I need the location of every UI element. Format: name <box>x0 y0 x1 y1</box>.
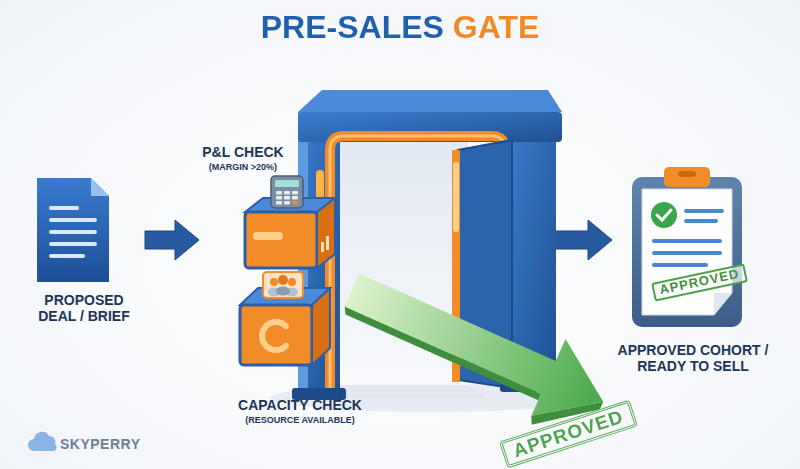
capacity-glyph <box>262 322 286 350</box>
clipboard-board <box>632 177 742 327</box>
node-heading: P&L CHECK <box>193 144 293 160</box>
document-page <box>37 178 109 282</box>
clipboard-clip <box>664 167 710 187</box>
arrow-body <box>335 252 620 441</box>
paper-line <box>684 219 718 223</box>
calculator-key <box>284 201 290 205</box>
document-line <box>49 218 97 222</box>
proposed-deal-document: PROPOSED DEAL / BRIEF <box>29 172 139 342</box>
person-head <box>288 278 296 286</box>
cube-side <box>312 288 330 365</box>
door-slot-glow <box>453 162 459 232</box>
clip-hole <box>678 171 696 177</box>
document-line <box>49 230 97 234</box>
logo-cloud <box>28 432 57 451</box>
paper-fold <box>714 293 732 315</box>
gate-floor <box>325 385 490 399</box>
chart-bar <box>321 242 324 252</box>
person-body <box>276 287 290 296</box>
document-line <box>49 206 79 210</box>
calculator-key <box>284 196 290 200</box>
calculator-key <box>284 191 290 195</box>
node-heading: PROPOSED DEAL / BRIEF <box>29 292 139 324</box>
flow-arrow <box>145 220 199 260</box>
paper-line <box>652 239 722 243</box>
people-tile <box>263 272 303 298</box>
person-head <box>278 275 288 285</box>
calculator-body <box>271 176 303 208</box>
check-circle <box>651 202 677 228</box>
check-mark <box>657 210 671 220</box>
node-subtext: APPROVED COHORT / READY TO SELL <box>608 342 778 374</box>
calculator-key <box>292 196 298 200</box>
title-bar: PRE-SALES GATE <box>0 8 800 46</box>
node-heading: CAPACITY CHECK <box>220 397 380 413</box>
calculator-key <box>276 191 282 195</box>
document-line <box>49 254 85 258</box>
calculator-key <box>276 201 282 205</box>
node-subtext: (MARGIN >20%) <box>193 162 293 172</box>
capacity-check-box: CAPACITY CHECK(RESOURCE AVAILABLE) <box>225 280 385 432</box>
calculator-key <box>276 196 282 200</box>
paper-line <box>652 251 722 255</box>
calculator-key <box>292 201 298 205</box>
approved-clipboard: APPROVEDAPPROVED COHORT / READY TO SELL <box>618 165 788 380</box>
pl-check-box: P&L CHECK(MARGIN >20%) <box>205 140 345 270</box>
cube-glow-bar <box>253 232 283 240</box>
paper-line <box>684 209 724 213</box>
document-line <box>49 242 97 246</box>
cube-side <box>317 198 335 268</box>
gate-beam-top <box>298 90 562 112</box>
node-subtext: (RESOURCE AVAILABLE) <box>220 415 380 425</box>
paper-line <box>652 263 708 267</box>
chart-bar <box>326 236 329 250</box>
cube-front <box>240 305 312 365</box>
calculator-screen <box>275 180 299 187</box>
calculator-key <box>292 191 298 195</box>
person-head <box>270 278 278 286</box>
diagram-title: PRE-SALES GATE <box>261 8 540 46</box>
cube-front <box>245 212 317 268</box>
document-fold <box>91 178 109 196</box>
brand-logo: SKYPERRY <box>60 436 141 452</box>
